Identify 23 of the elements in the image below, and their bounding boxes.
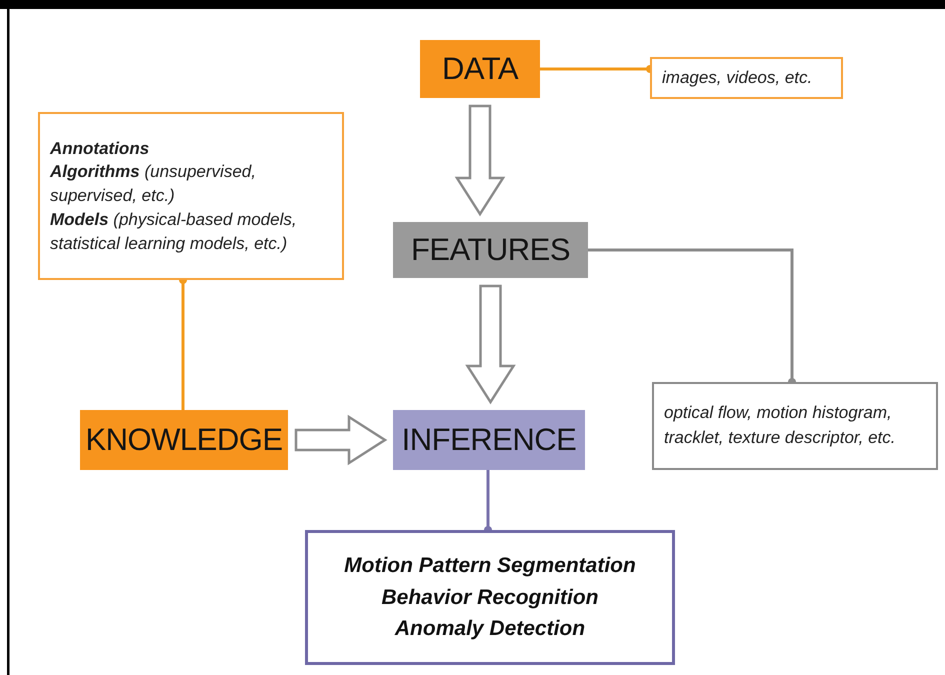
note-box <box>650 57 843 99</box>
box-text: Anomaly Detection <box>394 616 586 642</box>
box-text: FEATURES <box>410 232 570 268</box>
box-text: optical flow, motion histogram, tracklet, texture descriptor, etc. <box>664 402 896 449</box>
stage-box <box>80 410 288 470</box>
stage-box <box>420 40 540 98</box>
output-box <box>305 530 675 665</box>
box-text: Behavior Recognition <box>381 584 599 611</box>
box-text: Models (physical-based models, statistical learning models, etc.) <box>50 208 298 255</box>
box-text: Annotations <box>50 138 150 160</box>
box-text: DATA <box>442 51 518 87</box>
stage-box <box>393 222 588 278</box>
note-box <box>38 112 344 280</box>
box-text: INFERENCE <box>402 422 576 458</box>
block-arrow <box>454 104 506 216</box>
box-text: KNOWLEDGE <box>85 422 283 458</box>
box-text: Algorithms (unsupervised, supervised, etc.) <box>50 161 257 208</box>
note-box <box>652 382 938 470</box>
block-arrow <box>465 284 516 404</box>
box-text: Motion Pattern Segmentation <box>344 553 636 580</box>
stage-box <box>393 410 585 470</box>
block-arrow <box>294 414 388 466</box>
box-text: images, videos, etc. <box>662 67 814 90</box>
